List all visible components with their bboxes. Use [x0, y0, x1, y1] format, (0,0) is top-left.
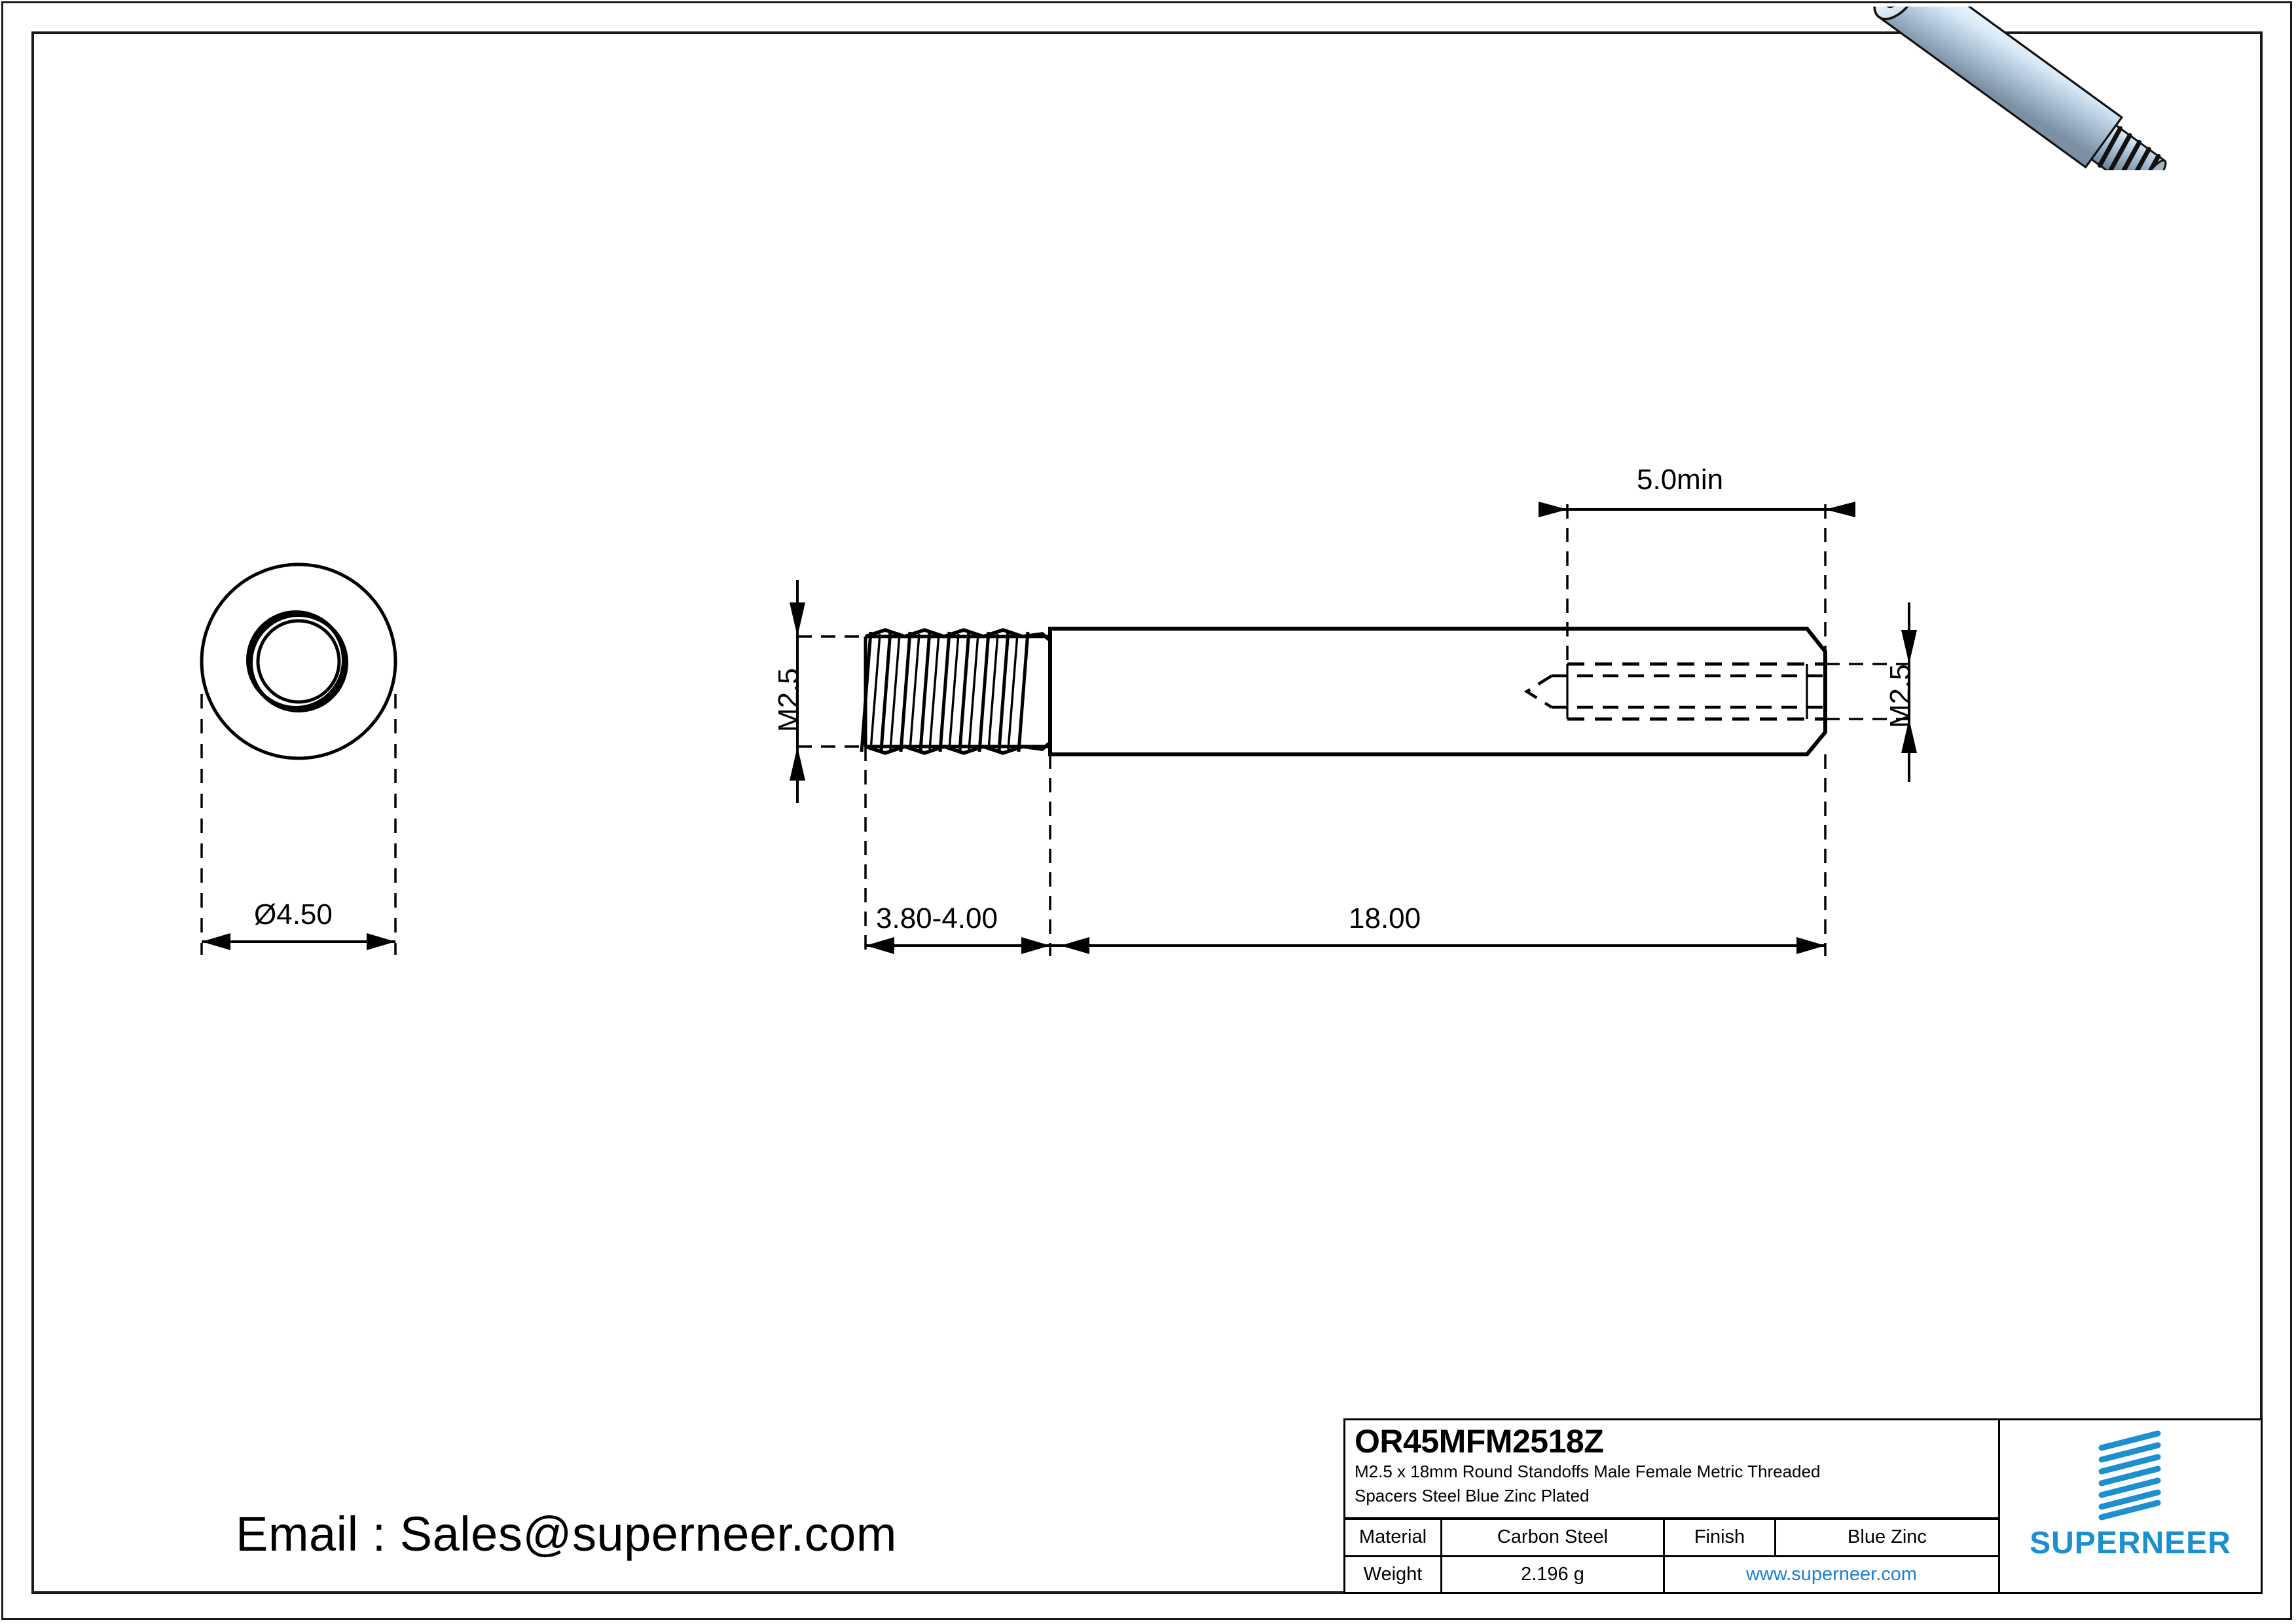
weight-value: 2.196 g	[1442, 1557, 1665, 1592]
dim-label-m25-right: M2.5	[1884, 664, 1916, 728]
material-label: Material	[1345, 1520, 1442, 1555]
finish-value: Blue Zinc	[1848, 1526, 1927, 1548]
title-block-description: OR45MFM2518Z M2.5 x 18mm Round Standoffs…	[1345, 1420, 1998, 1520]
brand-name: SUPERNEER	[2030, 1526, 2231, 1560]
dim-label-m25-left: M2.5	[773, 668, 805, 732]
title-block: OR45MFM2518Z M2.5 x 18mm Round Standoffs…	[1343, 1418, 2263, 1594]
contact-email: Email : Sales@superneer.com	[236, 1507, 897, 1561]
brand-block: SUPERNEER	[2000, 1420, 2261, 1592]
dim-label-diameter: Ø4.50	[254, 898, 333, 931]
description-line-1: M2.5 x 18mm Round Standoffs Male Female …	[1355, 1462, 1821, 1481]
standoff-3d-icon	[1873, 0, 2167, 196]
superneer-logo-icon	[2098, 1430, 2161, 1521]
website-link[interactable]: www.superneer.com	[1745, 1563, 1918, 1585]
dim-label-body-length: 18.00	[1349, 902, 1421, 934]
weight-label: Weight	[1345, 1557, 1442, 1592]
sheet-border-inner	[31, 31, 2263, 1594]
dim-label-5min: 5.0min	[1637, 464, 1724, 496]
part-number: OR45MFM2518Z	[1355, 1423, 1604, 1460]
iso-render-container	[1768, 0, 2291, 196]
material-finish-row: Material Carbon Steel Finish Blue Zinc	[1345, 1520, 1998, 1557]
weight-website-row: Weight 2.196 g www.superneer.com	[1345, 1557, 1998, 1592]
dim-label-thread-length: 3.80-4.00	[876, 902, 998, 934]
finish-label: Finish	[1665, 1520, 1776, 1555]
title-block-main: OR45MFM2518Z M2.5 x 18mm Round Standoffs…	[1345, 1420, 2000, 1592]
description-line-2: Spacers Steel Blue Zinc Plated	[1355, 1485, 1590, 1505]
material-value: Carbon Steel	[1442, 1520, 1665, 1555]
